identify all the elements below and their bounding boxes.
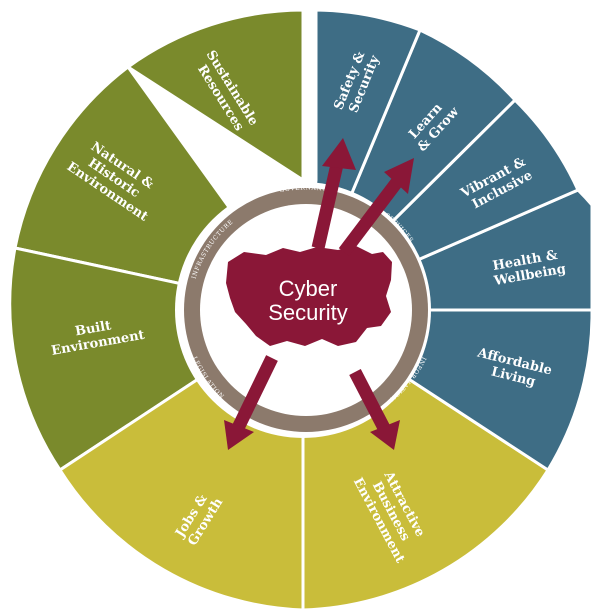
center-title-line1: Cyber (279, 276, 338, 301)
ring-label-governance: GOVERNANCE (279, 185, 333, 195)
island-map-shape (226, 246, 392, 346)
arrow-to-attractive-business (349, 369, 400, 450)
arrow-to-safety-security (311, 138, 356, 250)
arrow-to-jobs-growth (224, 355, 278, 450)
arrow-to-learn-grow (338, 158, 414, 256)
center-title-line2: Security (268, 300, 347, 325)
wedge-sustainable-resources (125, 8, 305, 183)
